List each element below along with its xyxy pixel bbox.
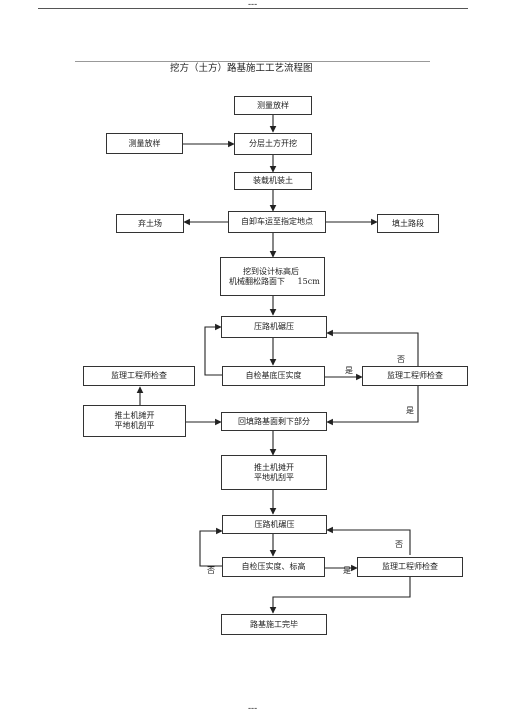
- node-excavate-design-line2-row: 机械翻松路面下 15cm: [229, 277, 320, 287]
- header-rule: [38, 8, 468, 9]
- node-backfill-remaining: 回填路基面剩下部分: [221, 412, 327, 431]
- node-self-check-elev-label: 自检压实度、标高: [241, 562, 306, 571]
- node-waste-site-label: 弃土场: [138, 218, 162, 228]
- node-waste-site: 弃土场: [116, 214, 184, 233]
- edge-label-yes-3: 是: [343, 566, 351, 575]
- node-fill-section: 填土路段: [377, 214, 439, 233]
- edge-label-no-2a: 否: [395, 540, 403, 549]
- node-self-check-base: 自检基底压实度: [222, 366, 325, 386]
- node-excavate-design-depth: 15cm: [297, 276, 320, 286]
- node-survey-main: 测量放样: [234, 96, 312, 115]
- node-bulldozer-left-line2: 平地机刮平: [114, 421, 155, 430]
- node-backfill-remaining-label: 回填路基面剩下部分: [238, 416, 310, 426]
- node-survey-side-label: 测量放样: [128, 138, 161, 148]
- edge-supervisor2-yes-complete: [269, 577, 411, 614]
- node-self-check-elev: 自检压实度、标高: [222, 557, 325, 577]
- page-title: 挖方（土方）路基施工工艺流程图: [170, 63, 313, 74]
- node-supervisor-check-2-label: 监理工程师检查: [382, 562, 438, 571]
- node-excavate-design: 挖到设计标高后 机械翻松路面下 15cm: [220, 257, 325, 296]
- title-rule: [75, 61, 430, 62]
- edge-supervisor1-yes-backfill: [326, 385, 419, 426]
- node-bulldozer-mid-line1: 推土机摊开: [254, 462, 294, 472]
- node-subgrade-complete: 路基施工完毕: [221, 614, 327, 635]
- node-layer-excavation-label: 分层土方开挖: [249, 139, 297, 148]
- node-survey-side: 测量放样: [106, 133, 183, 154]
- node-loader-loading: 装载机装土: [234, 172, 312, 190]
- node-supervisor-check-1: 监理工程师检查: [362, 366, 468, 386]
- edge-selfcheck2-loop-roller2: [199, 527, 223, 567]
- header-mark: ---: [248, 0, 258, 10]
- node-bulldozer-left: 推土机摊开 平地机刮平: [83, 405, 186, 437]
- node-bulldozer-mid: 推土机摊开 平地机刮平: [221, 455, 327, 490]
- node-loader-loading-label: 装载机装土: [253, 176, 293, 185]
- node-supervisor-check-left: 监理工程师检查: [83, 366, 195, 386]
- node-excavate-design-line2: 机械翻松路面下: [229, 276, 285, 286]
- edge-label-yes-2: 是: [406, 406, 414, 415]
- node-truck-transport: 自卸车运至指定地点: [228, 211, 326, 233]
- node-supervisor-check-1-label: 监理工程师检查: [387, 371, 443, 380]
- edge-supervisor1-no-roller1: [326, 329, 419, 366]
- node-fill-section-label: 填土路段: [392, 218, 424, 228]
- node-roller-2: 压路机碾压: [222, 515, 327, 534]
- node-layer-excavation: 分层土方开挖: [234, 133, 312, 155]
- node-self-check-base-label: 自检基底压实度: [245, 371, 302, 380]
- node-supervisor-check-2: 监理工程师检查: [357, 557, 463, 577]
- edge-label-yes-1: 是: [345, 366, 353, 375]
- node-roller-1-label: 压路机碾压: [254, 322, 294, 331]
- footer-mark: ---: [248, 704, 258, 714]
- node-excavate-design-line1: 挖到设计标高后: [243, 266, 299, 276]
- node-roller-2-label: 压路机碾压: [254, 519, 295, 529]
- node-truck-transport-label: 自卸车运至指定地点: [241, 217, 313, 226]
- node-supervisor-check-left-label: 监理工程师检查: [111, 371, 167, 380]
- node-bulldozer-left-line1: 推土机摊开: [114, 411, 155, 420]
- node-subgrade-complete-label: 路基施工完毕: [250, 619, 298, 629]
- edge-supervisor2-no-roller2: [326, 526, 411, 555]
- node-survey-main-label: 测量放样: [257, 100, 289, 110]
- node-bulldozer-mid-line2: 平地机刮平: [254, 472, 294, 482]
- node-roller-1: 压路机碾压: [221, 316, 327, 338]
- edge-label-no-2b: 否: [207, 566, 215, 575]
- edge-selfcheck-loop-roller1: [204, 323, 222, 376]
- edge-label-no-1: 否: [397, 355, 405, 364]
